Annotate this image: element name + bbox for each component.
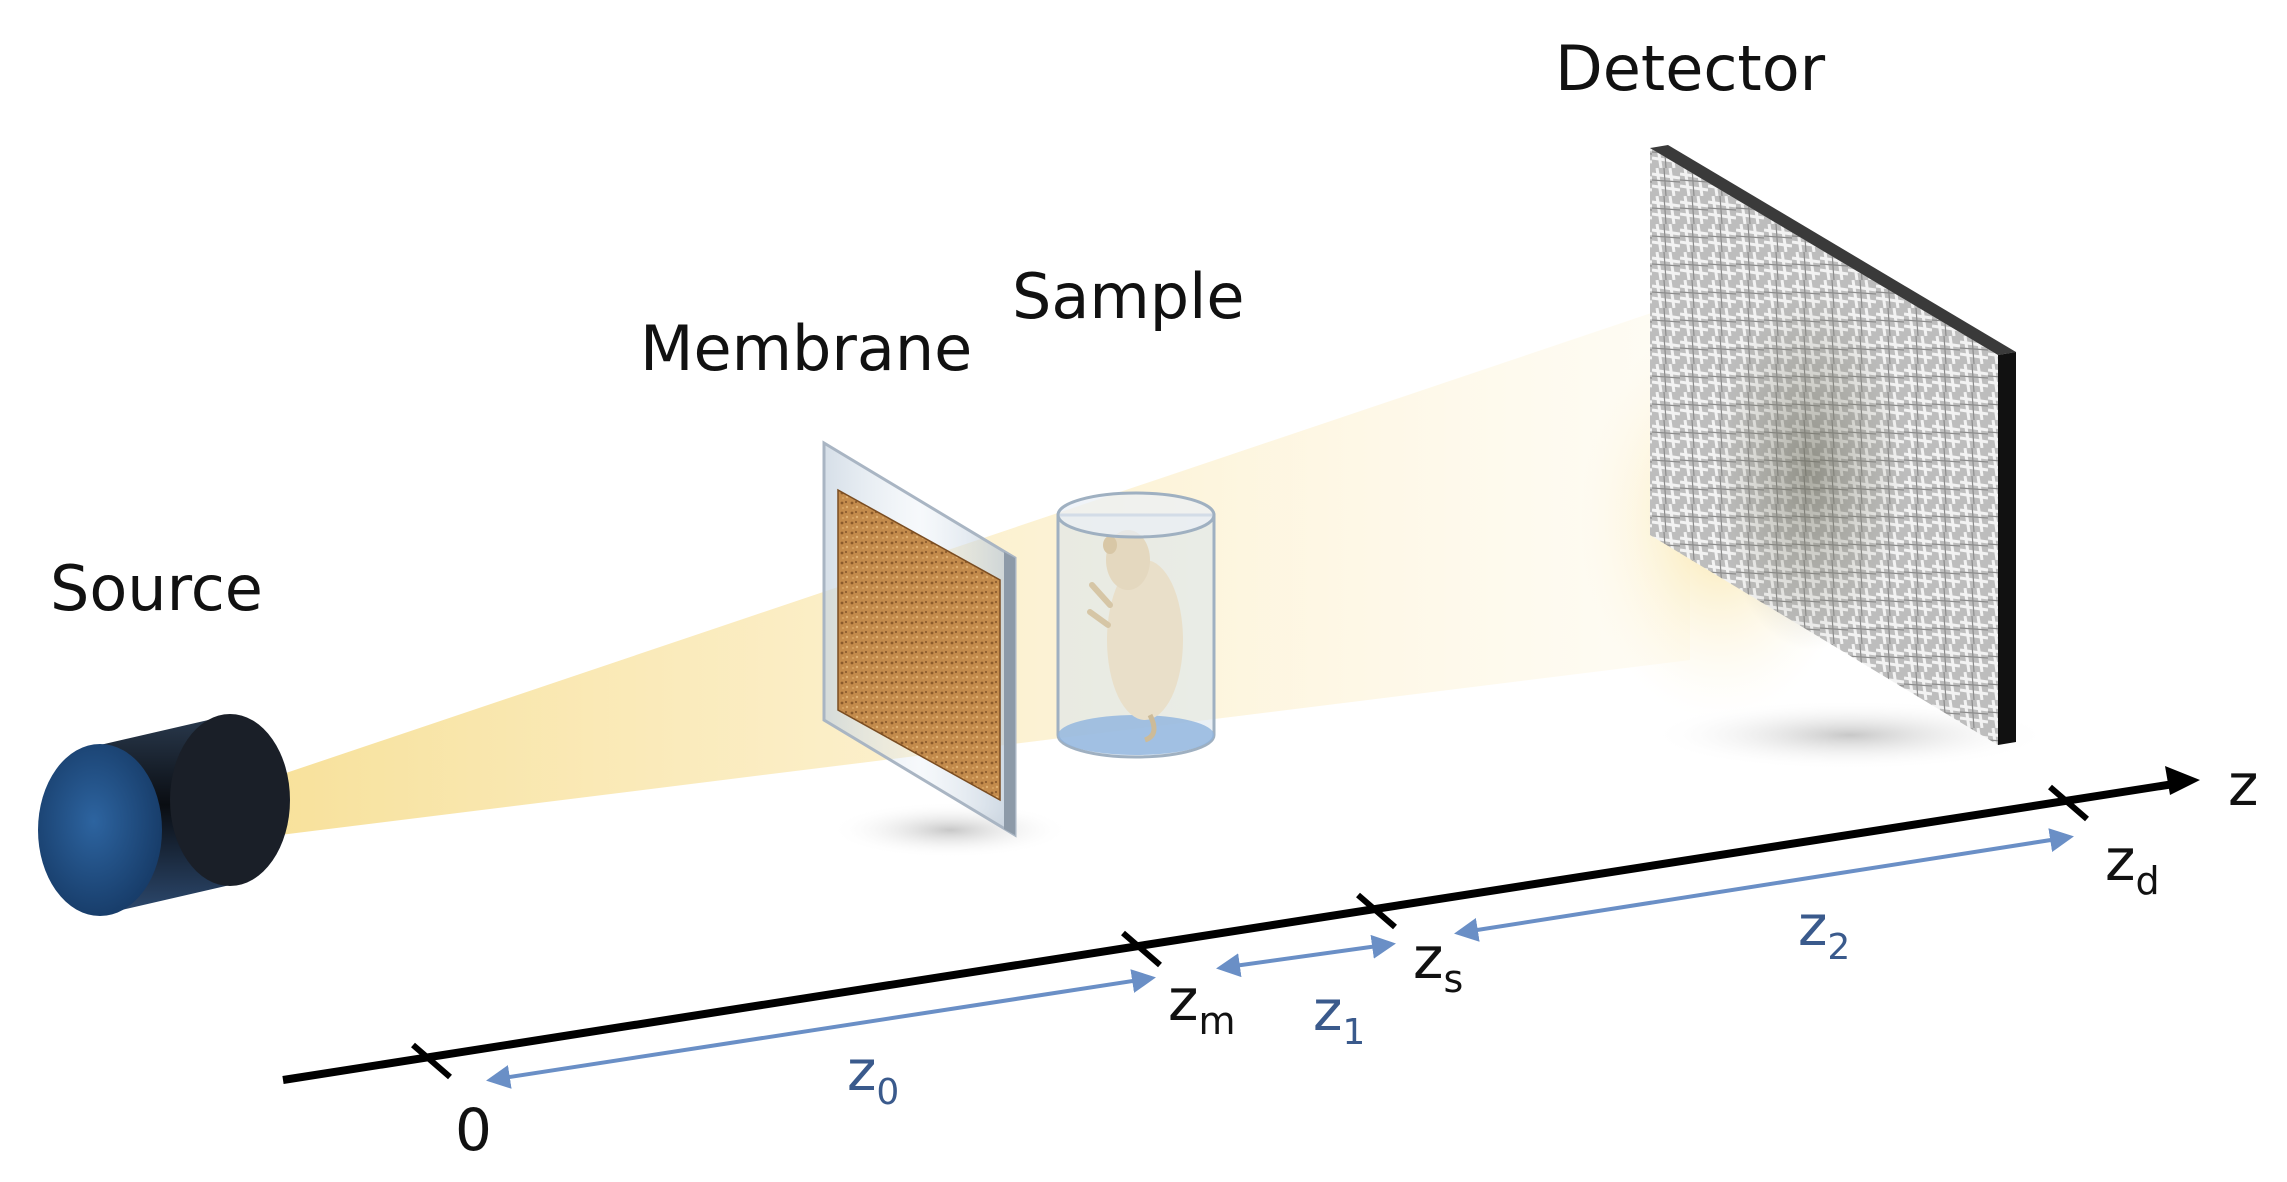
distance-label-z2: z2 xyxy=(1798,894,1850,968)
mouse-icon xyxy=(1087,530,1183,743)
distance-label-z0: z0 xyxy=(847,1039,899,1113)
tick-zs xyxy=(1356,892,1397,930)
tick-label-zd: zd xyxy=(2105,826,2160,903)
membrane-icon xyxy=(822,440,1017,838)
detector-shadow xyxy=(1650,700,2050,770)
distance-arrow-z1 xyxy=(1216,934,1396,978)
distance-arrow-z0 xyxy=(486,969,1156,1089)
tick-label-zm: zm xyxy=(1168,966,1235,1043)
distance-label-z1: z1 xyxy=(1313,979,1365,1053)
axis-label-z: z xyxy=(2228,751,2258,819)
detector-icon xyxy=(1650,145,2016,745)
membrane-shadow xyxy=(830,802,1070,858)
sample-icon xyxy=(1056,491,1216,759)
label-sample: Sample xyxy=(1012,260,1244,333)
tick-label-0: 0 xyxy=(455,1096,492,1164)
label-source: Source xyxy=(50,552,263,625)
label-detector: Detector xyxy=(1555,32,1826,105)
label-membrane: Membrane xyxy=(640,312,972,385)
distance-arrow-z2 xyxy=(1454,828,2074,942)
tick-0 xyxy=(411,1042,452,1080)
tick-zm xyxy=(1121,930,1162,968)
tick-zd xyxy=(2048,784,2089,822)
z-axis xyxy=(282,766,2200,1084)
detector-projection-shadow xyxy=(1715,290,1905,650)
tick-label-zs: zs xyxy=(1413,924,1463,1001)
source-icon xyxy=(38,714,290,916)
